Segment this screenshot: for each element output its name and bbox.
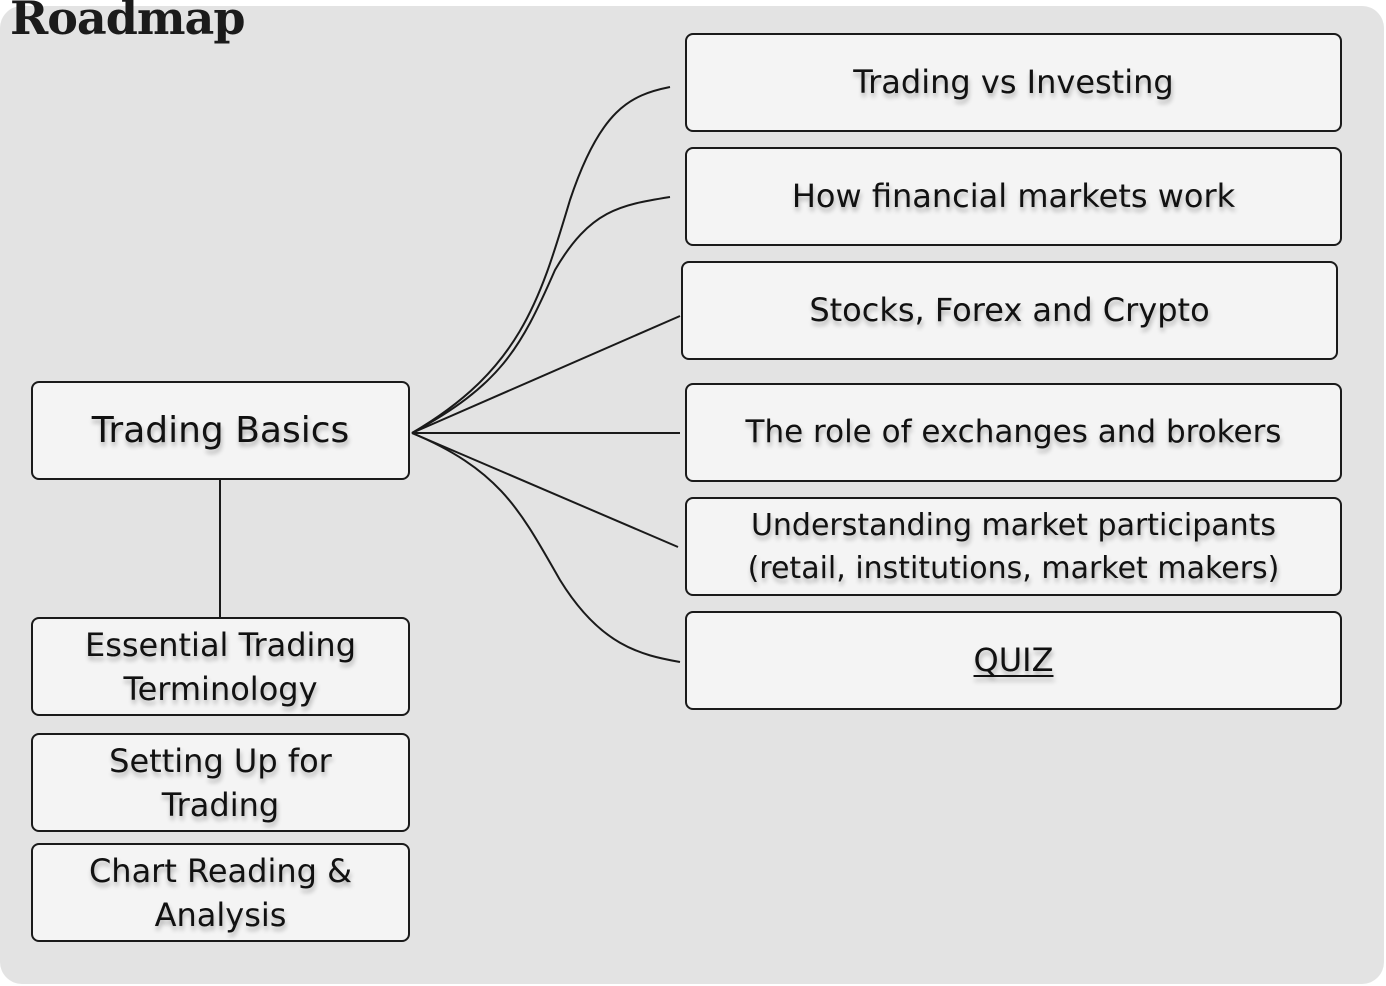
node-stocks-forex-crypto[interactable]: Stocks, Forex and Crypto <box>681 261 1338 360</box>
node-label: How financial markets work <box>791 177 1236 215</box>
connector-trading-vs-investing <box>411 86 671 434</box>
connector-financial-markets <box>411 196 671 434</box>
node-how-financial-markets-work[interactable]: How financial markets work <box>685 147 1342 246</box>
node-chart-reading-analysis[interactable]: Chart Reading & Analysis <box>31 843 410 942</box>
node-trading-vs-investing[interactable]: Trading vs Investing <box>685 33 1342 132</box>
connector-market-participants <box>411 432 679 548</box>
node-essential-trading-terminology[interactable]: Essential Trading Terminology <box>31 617 410 716</box>
node-label: The role of exchanges and brokers <box>745 414 1282 450</box>
node-label: Understanding market participants (retai… <box>747 507 1280 586</box>
node-trading-basics[interactable]: Trading Basics <box>31 381 410 480</box>
node-label: Essential Trading Terminology <box>84 625 357 708</box>
node-label: Stocks, Forex and Crypto <box>809 291 1210 329</box>
node-role-of-exchanges-brokers[interactable]: The role of exchanges and brokers <box>685 383 1342 482</box>
page-title: Roadmap <box>10 0 246 45</box>
node-label: Setting Up for Trading <box>109 741 332 824</box>
node-label: QUIZ <box>973 641 1054 679</box>
node-understanding-market-participants[interactable]: Understanding market participants (retai… <box>685 497 1342 596</box>
node-label: Trading Basics <box>91 410 350 451</box>
node-setting-up-for-trading[interactable]: Setting Up for Trading <box>31 733 410 832</box>
node-quiz[interactable]: QUIZ <box>685 611 1342 710</box>
node-label: Trading vs Investing <box>853 63 1174 101</box>
node-label: Chart Reading & Analysis <box>88 851 353 934</box>
connector-stocks-forex-crypto <box>411 315 681 434</box>
connector-quiz <box>411 432 681 663</box>
